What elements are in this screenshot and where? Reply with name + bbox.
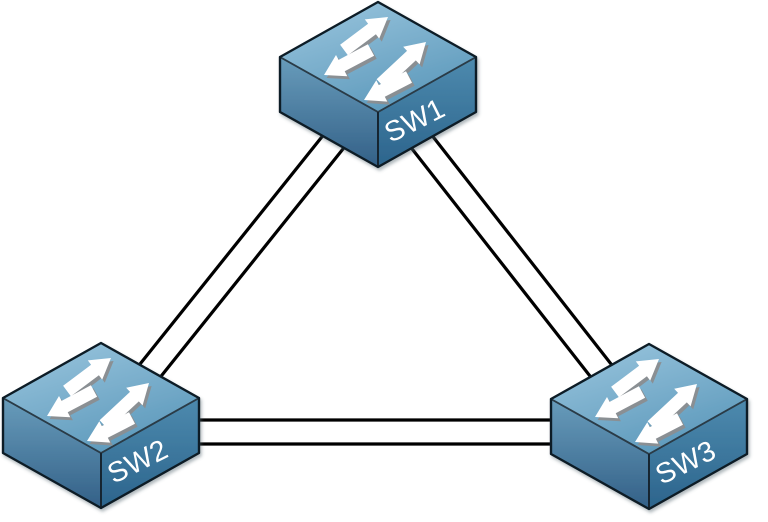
node-sw3[interactable]: SW3 (549, 342, 749, 511)
switch-icon (549, 342, 749, 511)
node-sw1[interactable]: SW1 (278, 0, 478, 169)
switch-icon (278, 0, 478, 169)
